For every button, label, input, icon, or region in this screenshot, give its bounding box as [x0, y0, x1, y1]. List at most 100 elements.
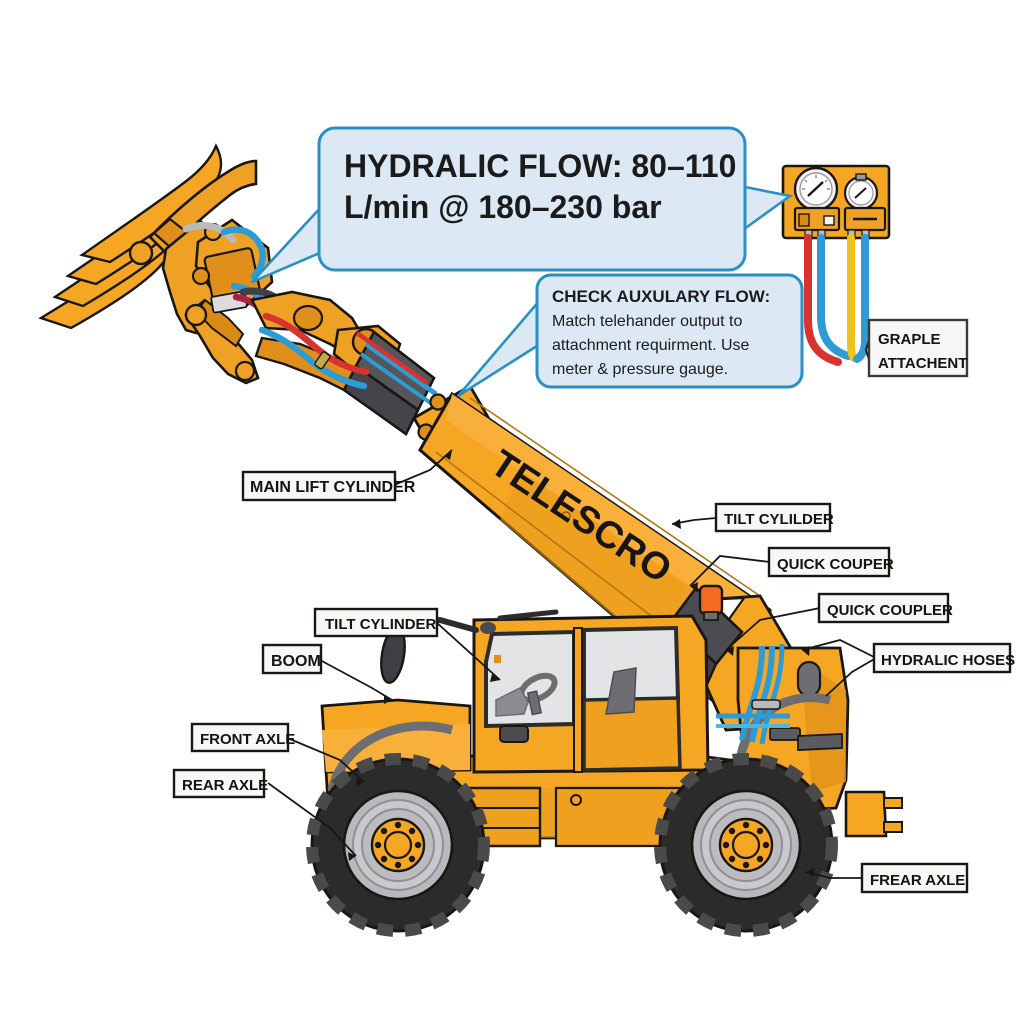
boom-highlight [446, 394, 770, 640]
gauge-large-ticks [802, 175, 830, 190]
label-hydraulic-hoses-text: HYDRALIC HOSES [881, 652, 1015, 669]
label-grapple-line2: ATTACHENT [878, 355, 967, 372]
valve-indicator [823, 215, 835, 226]
arrow-frear-axle [806, 868, 814, 877]
operator-cab [380, 584, 843, 774]
cab-door-lower [582, 696, 682, 772]
grapple-tines [38, 143, 223, 330]
rear-hub-cap [731, 830, 761, 860]
boom-hose-bundle [258, 312, 370, 390]
manifold-hose-red [804, 234, 842, 366]
valve-knob-left [798, 213, 810, 227]
chassis-hose-blue-2 [749, 645, 775, 743]
panel-latch [570, 794, 582, 806]
callout-aux-body-line-3: meter & pressure gauge. [552, 361, 728, 378]
arrow-tilt-right [672, 519, 681, 529]
leader-front-axle [284, 736, 365, 783]
cab-dashboard [495, 687, 529, 717]
cab-b-pillar [573, 627, 583, 773]
arrow-quick-couper [690, 582, 698, 592]
gauge-small-needle [854, 187, 867, 199]
label-grapple-attachment[interactable]: GRAPLE ATTACHENT [864, 318, 969, 378]
callout-hydraulic-flow[interactable]: HYDRALIC FLOW: 80–110 L/min @ 180–230 ba… [251, 126, 794, 284]
chassis-hose-blue-1 [739, 645, 765, 741]
callout-aux-box [535, 273, 804, 389]
label-tilt-cylinder-left[interactable]: TILT CYLINDER [313, 607, 439, 638]
roof-rail [497, 609, 559, 621]
grapple-hose-blue-a [220, 226, 266, 280]
callout-check-auxiliary-flow[interactable]: CHECK AUXULARY FLOW: Match telehander ou… [457, 273, 804, 398]
rear-hitch-pin-lower [883, 821, 903, 833]
leader-hydraulic-hoses-b [825, 657, 877, 697]
leader-hydraulic-hoses-a [801, 639, 877, 659]
label-quick-couper[interactable]: QUICK COUPER [767, 546, 894, 578]
arrow-quick-coupler [726, 646, 734, 656]
extension-hose-blue-1 [364, 341, 438, 397]
grapple-pivot-pin-4 [234, 360, 256, 382]
front-wheel [306, 753, 490, 937]
boom-hose-fitting [314, 351, 331, 370]
label-hydraulic-hoses[interactable]: HYDRALIC HOSES [872, 642, 1015, 674]
callout-aux-body-line-1: Match telehander output to [552, 313, 742, 330]
leader-main-lift-cylinder [393, 449, 453, 486]
label-front-axle[interactable]: FRONT AXLE [190, 722, 295, 753]
label-grapple-line1: GRAPLE [878, 331, 941, 348]
operator-seat [605, 667, 637, 715]
grapple-hose-sleeve [182, 222, 237, 244]
chassis-hose-blue-3 [759, 643, 785, 745]
rear-hitch [844, 790, 888, 838]
rear-grille [769, 727, 801, 741]
label-frear-axle[interactable]: FREAR AXLE [860, 862, 969, 894]
callout-flow-heading: HYDRALIC FLOW: 80–110 [344, 148, 736, 184]
label-quick-couper-text: QUICK COUPER [777, 556, 894, 573]
leader-boom [319, 659, 393, 701]
hose-clamp [751, 699, 781, 710]
label-front-axle-text: FRONT AXLE [200, 731, 295, 748]
cab-pillar-clip [494, 655, 501, 663]
arrow-boom [384, 696, 392, 704]
callout-aux-body-line-2: attachment requirment. Use [552, 337, 750, 354]
front-tire-tread [306, 753, 490, 937]
cab-door-handle [499, 725, 529, 743]
arrow-hoses [802, 646, 810, 656]
label-main-lift-cylinder[interactable]: MAIN LIFT CYLINDER [241, 470, 416, 502]
label-rear-axle-text: REAR AXLE [182, 777, 268, 794]
leader-quick-couper [689, 555, 771, 587]
front-lug-bolts [374, 821, 422, 869]
leader-quick-coupler [725, 607, 821, 651]
grapple-attachment-illustration [38, 143, 294, 385]
boom-hose-blue [258, 326, 368, 390]
front-hood-highlight [322, 724, 470, 772]
rear-vent [797, 733, 843, 751]
label-main-lift-cylinder-text: MAIN LIFT CYLINDER [250, 479, 416, 496]
label-quick-coupler[interactable]: QUICK COUPLER [817, 592, 953, 624]
label-boom[interactable]: BOOM [261, 643, 323, 675]
callout-aux-heading: CHECK AUXULARY FLOW: [552, 287, 770, 306]
boom-wear-pad [561, 511, 571, 521]
leader-tilt-cylinder-left [435, 621, 501, 681]
rear-tire-tread [654, 753, 838, 937]
front-hub-cap [383, 830, 413, 860]
rear-hitch-pin-upper [883, 797, 903, 809]
steering-column [526, 690, 543, 716]
extension-hose-red [355, 331, 429, 385]
label-tilt-cylinder-right-text: TILT CYLILDER [724, 511, 834, 528]
manifold-hose-blue-right [853, 234, 869, 363]
grapple-pivot-pin-1 [128, 240, 154, 266]
arrow-rear-axle [348, 852, 356, 861]
label-quick-coupler-text: QUICK COUPLER [827, 602, 953, 619]
boom-seam-1 [469, 397, 761, 597]
boom-hose-red [262, 312, 370, 376]
leader-lines [267, 449, 877, 879]
leader-rear-axle [267, 782, 357, 857]
label-frear-axle-text: FREAR AXLE [870, 872, 965, 889]
boom-head-pin-upper [429, 393, 447, 411]
carriage-boss [292, 304, 324, 332]
front-fender-arc [327, 721, 454, 792]
label-tilt-cylinder-right[interactable]: TILT CYLILDER [714, 502, 834, 533]
label-tilt-cylinder-left-text: TILT CYLINDER [325, 616, 437, 633]
label-boom-text: BOOM [271, 653, 321, 670]
label-rear-axle[interactable]: REAR AXLE [172, 768, 268, 799]
